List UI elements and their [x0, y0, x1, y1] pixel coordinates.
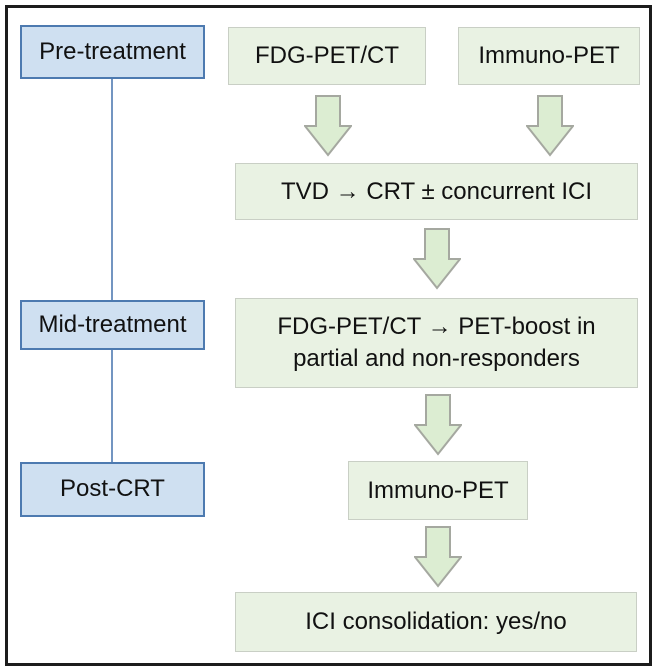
- node-immuno-pet-pretreatment: Immuno-PET: [458, 27, 640, 85]
- node-fdg-pet-ct-pretreatment: FDG-PET/CT: [228, 27, 426, 85]
- down-arrow-icon: [526, 95, 574, 157]
- node-ici-consolidation: ICI consolidation: yes/no: [235, 592, 637, 652]
- node-immuno-pet-post-crt: Immuno-PET: [348, 461, 528, 520]
- stage-label-mid-treatment: Mid-treatment: [38, 310, 187, 338]
- node-label-line-1: FDG-PET/CT → PET-boost in: [277, 313, 596, 341]
- stage-box-mid-treatment: Mid-treatment: [20, 300, 205, 350]
- node-label: Immuno-PET: [367, 476, 509, 504]
- node-tvd-crt-ici: TVD → CRT ± concurrent ICI: [235, 163, 638, 220]
- stage-box-pre-treatment: Pre-treatment: [20, 25, 205, 79]
- stage-label-pre-treatment: Pre-treatment: [39, 37, 186, 65]
- down-arrow-icon: [414, 394, 462, 456]
- node-label-line-2: partial and non-responders: [293, 345, 580, 372]
- node-label: FDG-PET/CT: [255, 42, 399, 70]
- down-arrow-icon: [414, 526, 462, 588]
- stage-box-post-crt: Post-CRT: [20, 462, 205, 517]
- timeline-connector-line: [111, 79, 113, 300]
- down-arrow-icon: [304, 95, 352, 157]
- node-label: Immuno-PET: [478, 42, 620, 70]
- stage-label-post-crt: Post-CRT: [60, 475, 165, 503]
- node-pet-boost: FDG-PET/CT → PET-boost in partial and no…: [235, 298, 638, 388]
- timeline-connector-line: [111, 350, 113, 462]
- node-label: TVD → CRT ± concurrent ICI: [280, 177, 593, 205]
- node-label: ICI consolidation: yes/no: [305, 608, 567, 636]
- down-arrow-icon: [413, 228, 461, 290]
